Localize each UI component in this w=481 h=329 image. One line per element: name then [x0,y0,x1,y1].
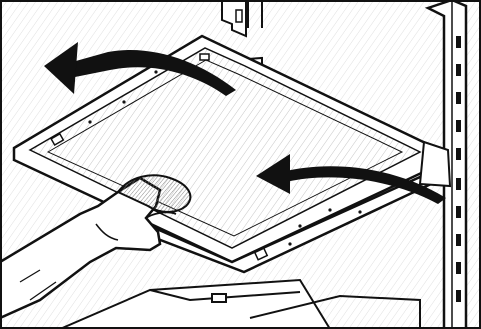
diagram-canvas [0,0,481,329]
shelf-removal-diagram [0,0,481,329]
